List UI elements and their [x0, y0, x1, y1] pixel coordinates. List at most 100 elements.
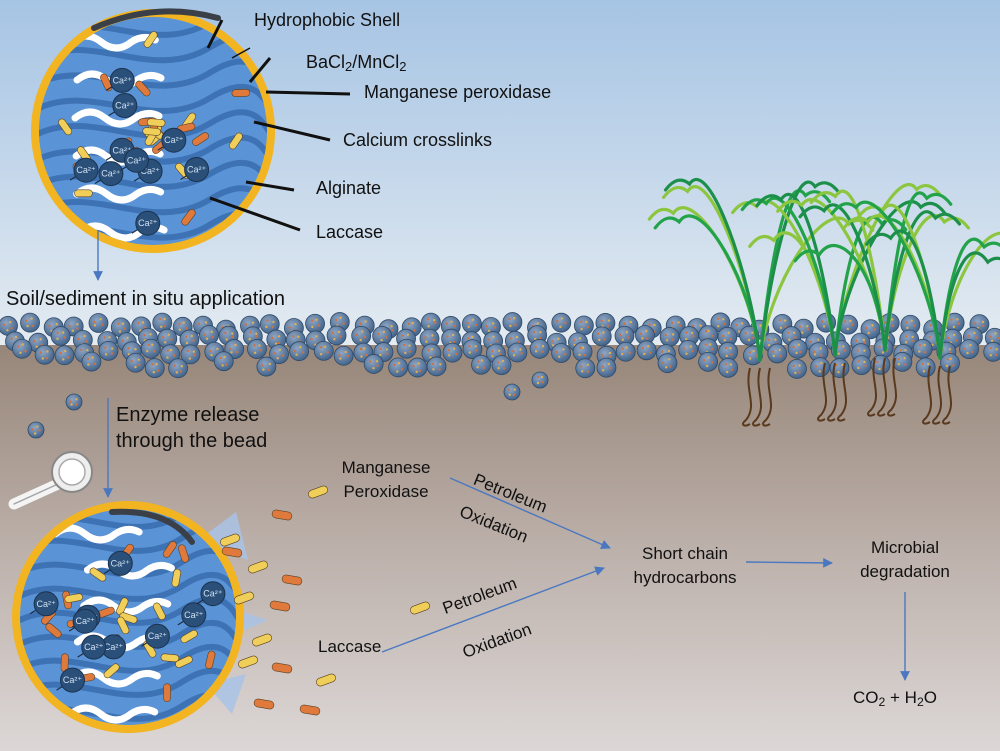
soil-bead: [140, 338, 161, 359]
label-mnp-line1: Manganese: [341, 458, 431, 477]
leader-alginate: [245, 180, 295, 192]
soil-bead: [959, 339, 979, 360]
manganese-peroxidase-enzyme: [135, 80, 151, 97]
laccase-enzyme: [220, 533, 240, 547]
hydrophobic-domain: [83, 560, 175, 580]
soil-bead: [531, 371, 549, 389]
soil-bead: [363, 354, 384, 374]
ca-ion-label: Ca²⁺: [75, 616, 95, 626]
ca-ion-label: Ca²⁺: [148, 631, 168, 641]
soil-bead: [591, 326, 612, 347]
soil-bead: [659, 327, 680, 347]
soil-bead: [88, 313, 109, 333]
root: [942, 365, 952, 425]
calcium-crosslink: Ca²⁺: [105, 67, 135, 93]
root: [827, 362, 837, 422]
hydrophobic-domain: [80, 596, 172, 616]
products-plus-h: + H: [885, 688, 917, 707]
soil-bead: [388, 357, 409, 378]
ca-ion-label: Ca²⁺: [113, 75, 133, 85]
manganese-peroxidase-enzyme: [299, 704, 321, 716]
soil-bead: [168, 358, 188, 379]
mncl2-text: /MnCl: [352, 52, 400, 72]
grass-clump: [830, 200, 1000, 425]
soil-bead: [851, 355, 872, 376]
soil-bead: [657, 353, 678, 374]
ca-ion-label: Ca²⁺: [203, 589, 223, 599]
grass-clump: [776, 189, 971, 417]
manganese-peroxidase-enzyme: [281, 574, 303, 586]
hydrophobic-shell-arc-bottom: [109, 508, 195, 545]
soil-bead: [529, 338, 550, 359]
laccase-enzyme: [316, 673, 336, 687]
flow-arrows: [93, 230, 910, 681]
laccase-enzyme: [171, 568, 182, 588]
legend-leader-lines: [206, 19, 351, 232]
laccase-enzyme: [143, 31, 158, 48]
soil-bead: [326, 325, 347, 346]
label-bacl2-mncl2: BaCl2/MnCl2: [306, 52, 406, 75]
laccase-enzyme: [252, 633, 272, 647]
hydrophobic-shell-arc: [91, 8, 221, 31]
label-mnp-line2: Peroxidase: [343, 482, 429, 501]
soil-bead: [50, 326, 71, 346]
soil-bead: [333, 345, 354, 366]
soil-bead: [12, 338, 32, 359]
soil-bead: [787, 358, 807, 379]
soil-bead: [507, 342, 528, 363]
laccase-enzyme: [119, 612, 138, 624]
soil-bead: [54, 345, 75, 366]
ca-ion-label: Ca²⁺: [63, 675, 83, 685]
calcium-crosslink: Ca²⁺: [108, 93, 138, 118]
calcium-crosslink: Ca²⁺: [68, 608, 98, 634]
soil-bead: [247, 339, 267, 359]
soil-bead: [718, 357, 739, 378]
ca-ion-label: Ca²⁺: [140, 166, 160, 176]
ca-ion-label: Ca²⁺: [112, 145, 132, 155]
label-laccase-pathway: Laccase: [318, 637, 382, 656]
soil-bead: [767, 343, 788, 364]
grass-blade: [758, 180, 841, 362]
manganese-peroxidase-enzyme: [221, 546, 243, 558]
soil-bead: [313, 340, 334, 361]
laccase-enzyme: [248, 560, 268, 574]
soil-bead: [698, 351, 718, 372]
laccase-enzyme: [116, 616, 130, 635]
calcium-crosslink: Ca²⁺: [97, 634, 126, 660]
soil-bead: [27, 421, 45, 439]
grass-blade: [830, 200, 942, 360]
laccase-enzyme: [58, 118, 73, 136]
soil-bead: [65, 393, 83, 411]
soil-bead: [787, 338, 808, 359]
laccase-enzyme: [308, 485, 328, 499]
grass-clump: [647, 178, 875, 427]
manganese-peroxidase-enzyme: [178, 544, 189, 563]
ca-ion-label: Ca²⁺: [111, 558, 131, 568]
ca-ion-label: Ca²⁺: [184, 610, 204, 620]
laccase-enzyme: [238, 655, 258, 669]
manganese-peroxidase-enzyme: [269, 600, 291, 612]
calcium-crosslink: Ca²⁺: [180, 157, 210, 182]
hydrophobic-domain: [73, 184, 165, 204]
soil-bead: [407, 357, 428, 378]
calcium-crosslink: Ca²⁺: [177, 602, 207, 628]
soil-bead: [983, 341, 1000, 362]
products-o: O: [923, 688, 938, 707]
arrow-laccase-to-hydrocarbons: [381, 566, 605, 653]
ca-ion-label: Ca²⁺: [104, 642, 124, 652]
soil-bead: [551, 312, 572, 333]
soil-bead: [503, 383, 521, 401]
alginate-strand: [20, 619, 236, 650]
soil-bead: [808, 342, 829, 363]
soil-bead: [462, 313, 482, 334]
soil-bead: [698, 338, 718, 359]
leader-hydrophobic-shell: [206, 19, 224, 49]
label-alginate: Alginate: [316, 178, 382, 198]
products-h-sub: 2: [916, 695, 924, 710]
alginate-strand: [20, 523, 236, 554]
laccase-enzyme: [229, 132, 243, 150]
calcium-crosslink: Ca²⁺: [120, 147, 149, 173]
manganese-peroxidase-enzyme: [205, 650, 216, 669]
release-arrow-top: [196, 512, 248, 560]
root: [742, 367, 752, 427]
